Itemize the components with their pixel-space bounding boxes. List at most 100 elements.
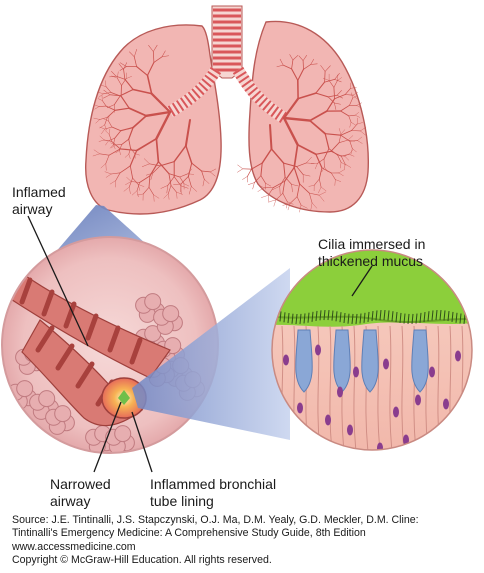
cilium <box>411 313 414 324</box>
alveolus <box>162 305 180 323</box>
bronchiole <box>283 162 286 178</box>
bronchiole <box>282 180 286 194</box>
bronchiole <box>146 74 153 95</box>
bronchiole <box>170 185 177 193</box>
cell-nucleus <box>353 366 359 378</box>
bronchiole <box>309 119 327 135</box>
bronchiole <box>119 62 127 67</box>
cilium <box>315 310 318 321</box>
cilium <box>427 311 430 322</box>
bronchiole <box>101 128 105 135</box>
cilium <box>399 312 402 323</box>
bronchiole <box>291 68 299 81</box>
bronchiole <box>152 165 161 174</box>
bronchiole <box>105 86 112 93</box>
cilium <box>451 311 454 322</box>
bronchiole <box>272 180 286 188</box>
cell-nucleus <box>347 424 353 436</box>
cartilage-ring <box>129 337 143 365</box>
bronchiole <box>319 194 325 202</box>
goblet-cell <box>361 329 379 393</box>
bronchiole <box>310 58 314 65</box>
bronchiole <box>114 130 122 139</box>
bronchiole <box>340 162 342 169</box>
bronchiole <box>292 55 299 61</box>
cilium <box>439 309 442 321</box>
bronchiole <box>282 203 291 206</box>
bronchiole <box>336 95 343 99</box>
bronchiole <box>99 135 105 141</box>
bronchiole <box>209 168 217 173</box>
bronchiole <box>155 137 160 163</box>
bronchiole <box>103 92 112 95</box>
bronchiole <box>355 114 360 118</box>
bronchiole <box>330 142 340 152</box>
cartilage-ring <box>107 325 121 353</box>
bronchiole <box>111 141 121 150</box>
epithelial-cell <box>377 325 381 450</box>
cell-nucleus <box>455 350 461 362</box>
bronchiole <box>315 92 329 98</box>
bronchiole <box>323 148 330 160</box>
bronchiole <box>344 163 351 168</box>
bronchiole <box>327 96 335 104</box>
bronchiole <box>321 167 332 174</box>
bronchiole <box>150 172 154 181</box>
bronchiole <box>279 58 284 66</box>
cartilage-ring <box>75 361 95 389</box>
cilium <box>415 313 418 324</box>
goblet-cell <box>295 329 313 393</box>
bronchiole <box>338 172 344 177</box>
cilium <box>331 310 334 321</box>
cell-nucleus <box>383 358 389 370</box>
bronchiole <box>296 196 302 206</box>
bronchiole <box>355 112 359 116</box>
alveolus <box>38 390 56 408</box>
bronchiole <box>120 95 130 109</box>
goblet-cell <box>411 329 429 393</box>
alveolus <box>114 425 132 443</box>
bronchiole <box>92 153 100 157</box>
bronchiole <box>128 107 148 117</box>
bronchiole <box>273 199 277 207</box>
cilium <box>327 310 330 321</box>
bronchiole <box>111 75 118 79</box>
bronchiole <box>132 114 148 129</box>
bronchiole <box>128 138 131 149</box>
bronchiole <box>100 84 107 87</box>
lungs <box>85 5 369 215</box>
bronchiole <box>338 139 349 143</box>
label-narrowed-airway-line1: Narrowed <box>50 476 111 492</box>
bronchiole <box>291 184 299 187</box>
bronchiole <box>293 143 299 169</box>
bronchiole <box>180 176 189 185</box>
bronchiole <box>115 150 120 154</box>
cell-nucleus <box>325 414 331 426</box>
bronchiole <box>176 191 178 199</box>
bronchiole <box>357 136 363 141</box>
bronchiole <box>265 182 272 187</box>
bronchiole <box>350 87 357 89</box>
bronchiole <box>315 81 326 94</box>
bronchiole <box>204 179 210 184</box>
label-inflamed-airway: Inflamed airway <box>12 184 66 218</box>
bronchiole <box>119 66 127 71</box>
bronchiole <box>303 64 312 70</box>
cell-nucleus <box>443 398 449 410</box>
alveolus <box>144 293 162 311</box>
bronchiole <box>267 187 274 196</box>
bronchiole <box>352 92 358 96</box>
cartilage-ring <box>63 301 77 329</box>
bronchiole <box>269 124 273 150</box>
cilium <box>403 313 406 324</box>
bronchiole <box>109 144 114 149</box>
cilium <box>291 313 294 324</box>
cell-nucleus <box>283 354 289 366</box>
bronchiole <box>337 77 342 81</box>
bronchiole <box>311 202 317 209</box>
bronchiole <box>98 93 104 98</box>
bronchiole <box>111 144 116 149</box>
label-lining-line1: Inflammed bronchial <box>150 476 277 492</box>
cilium <box>319 310 322 321</box>
bronchiole <box>131 190 138 196</box>
